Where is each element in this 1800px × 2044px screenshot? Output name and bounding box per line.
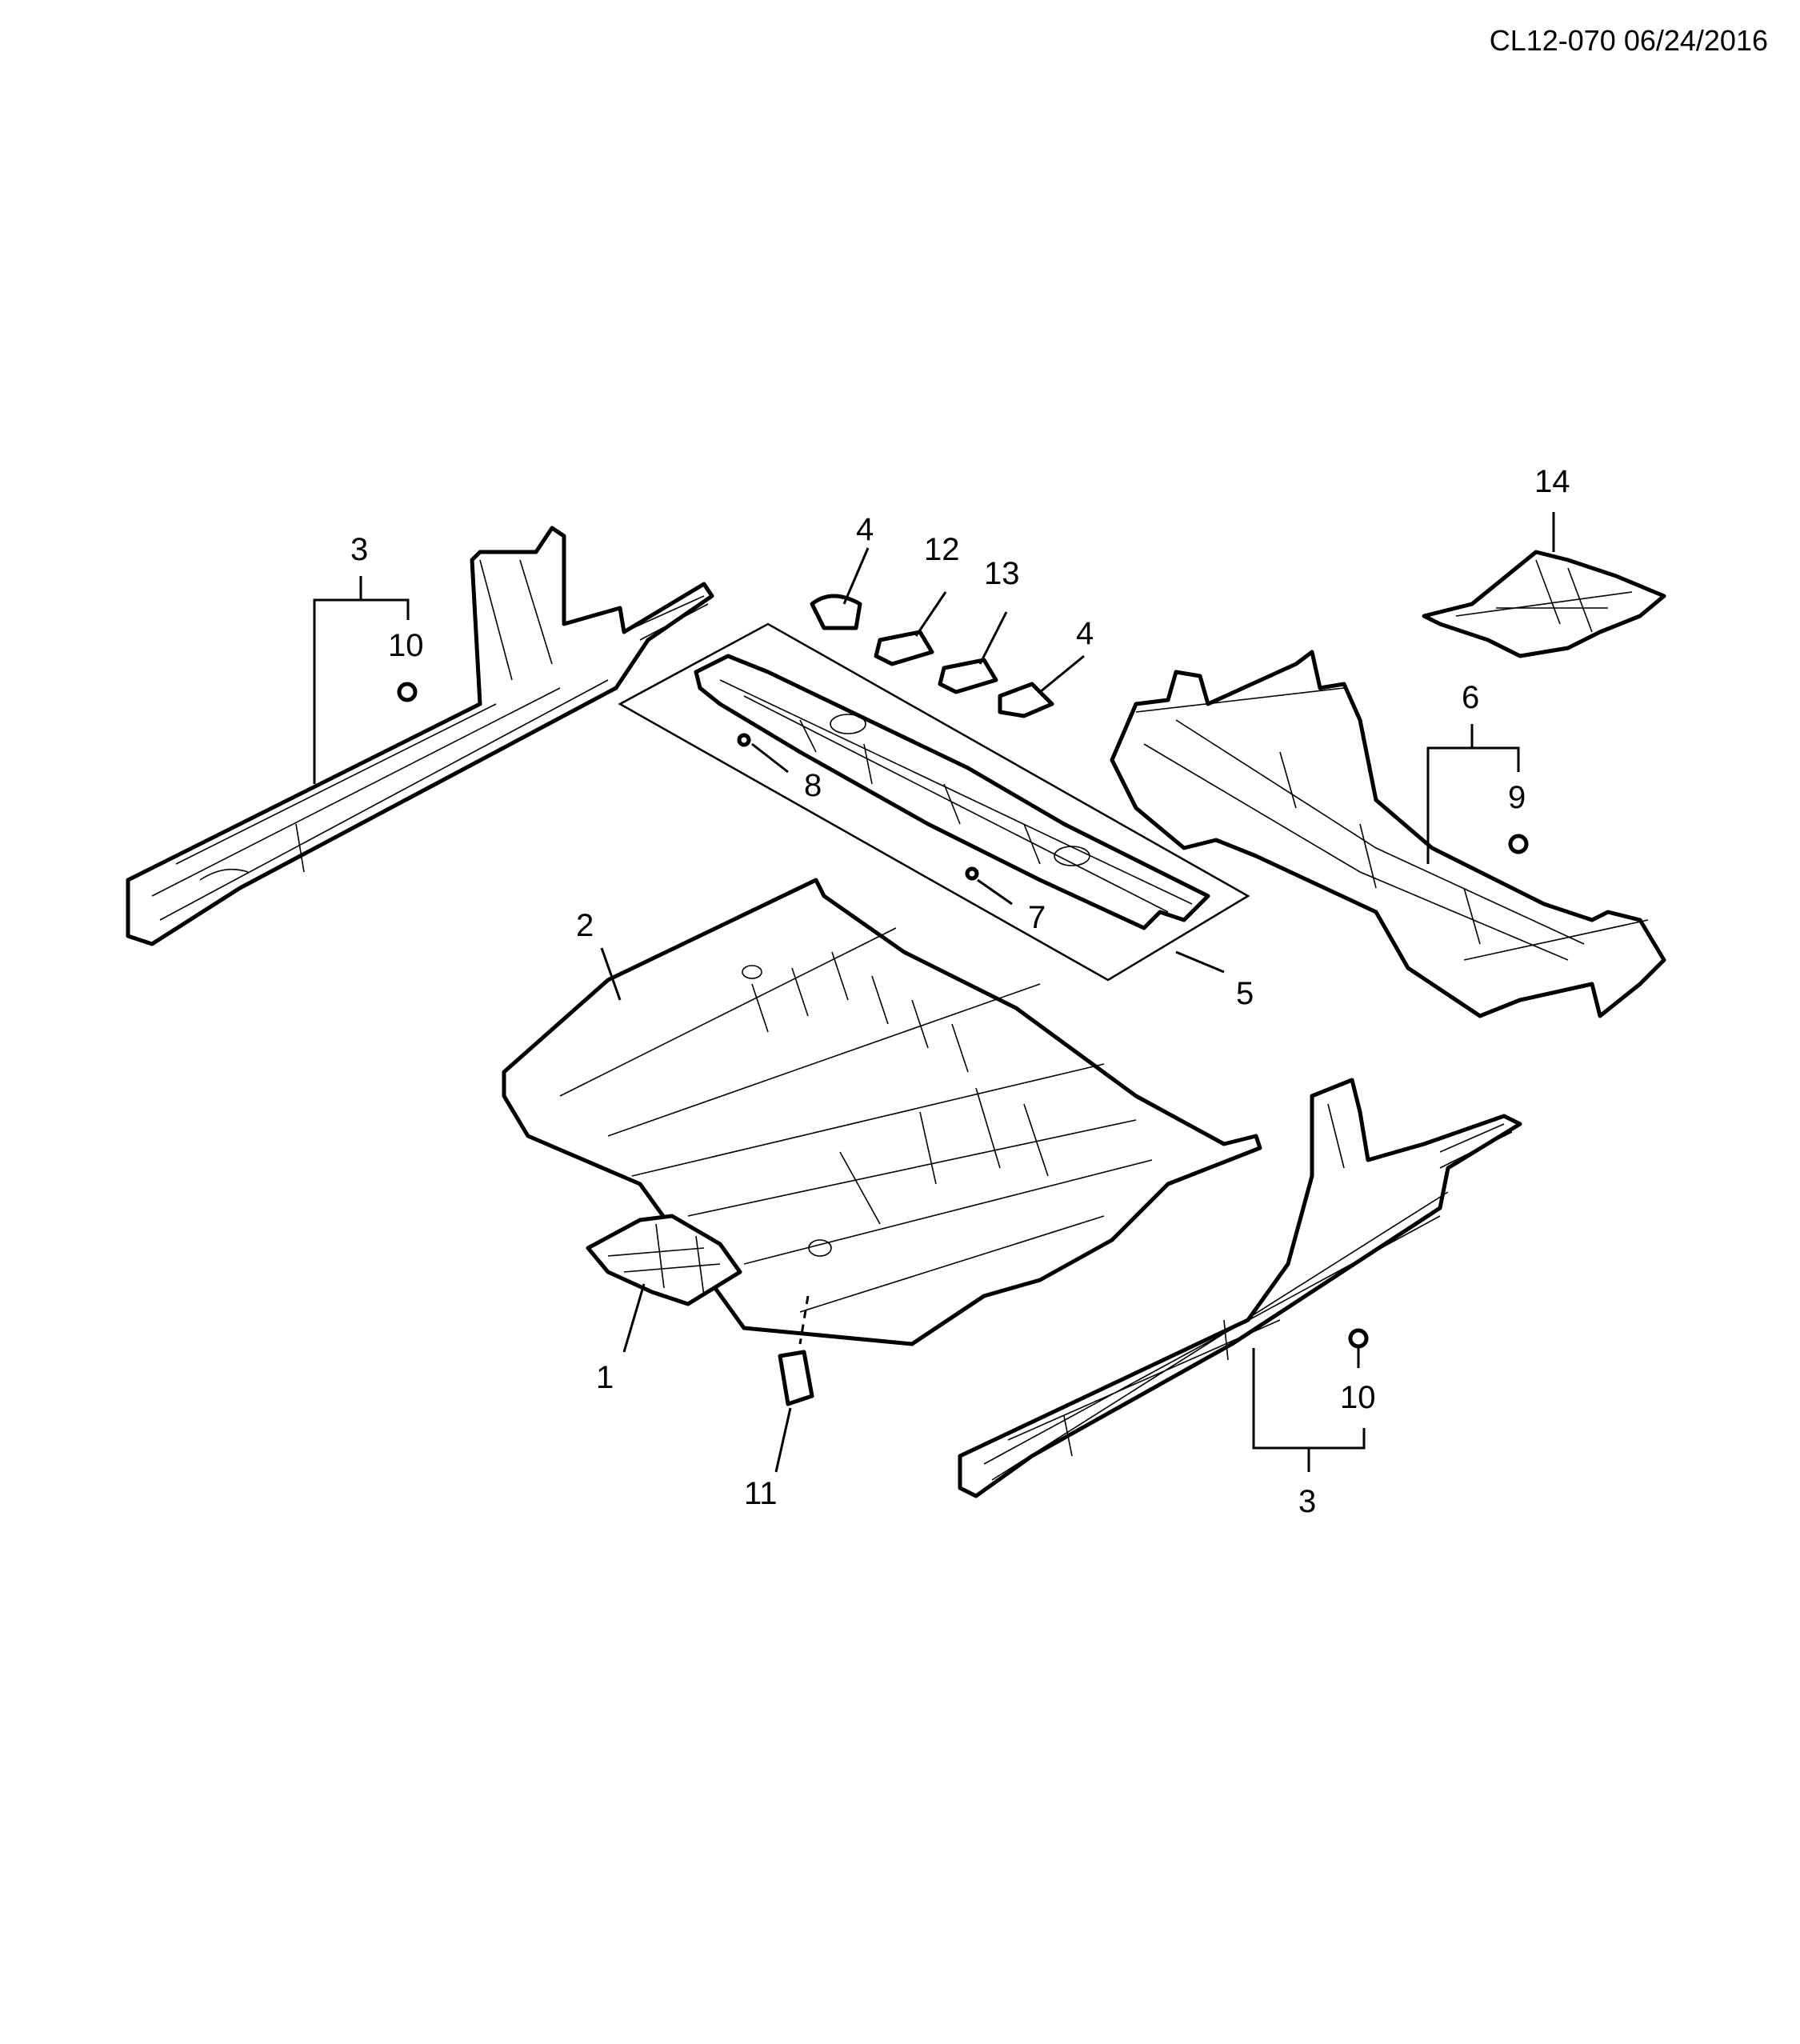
part-rear-plate bbox=[1422, 550, 1666, 658]
part-right-rocker-panel bbox=[958, 1078, 1522, 1498]
part-nut-10-upper bbox=[397, 682, 418, 702]
callout-1: 1 bbox=[596, 1360, 614, 1395]
part-left-rocker-panel bbox=[126, 526, 714, 946]
part-nut-9 bbox=[1508, 834, 1529, 854]
part-rear-frame-assembly bbox=[1110, 650, 1666, 1018]
kit-frame-5 bbox=[618, 622, 1250, 982]
callout-10-upper: 10 bbox=[388, 628, 424, 663]
callout-3-upper: 3 bbox=[350, 532, 368, 567]
part-crossmember bbox=[694, 654, 1210, 930]
part-clip-13 bbox=[938, 658, 998, 694]
part-clip-4b bbox=[998, 682, 1054, 718]
part-clip-4a bbox=[810, 594, 862, 630]
callout-13: 13 bbox=[984, 556, 1020, 591]
part-clip-12 bbox=[874, 630, 934, 666]
part-nut-10-lower bbox=[1348, 1328, 1369, 1349]
callout-4-left: 4 bbox=[856, 512, 874, 547]
part-bracket-plate bbox=[586, 1214, 742, 1306]
callout-8: 8 bbox=[804, 768, 822, 803]
callout-10-lower: 10 bbox=[1340, 1380, 1376, 1415]
part-bolt-7 bbox=[965, 866, 979, 881]
callout-4-right: 4 bbox=[1076, 616, 1094, 651]
callout-9: 9 bbox=[1508, 780, 1526, 815]
callout-2: 2 bbox=[576, 908, 594, 943]
callout-5: 5 bbox=[1236, 976, 1254, 1011]
drawing-code: CL12-070 06/24/2016 bbox=[1489, 24, 1768, 57]
callout-11: 11 bbox=[744, 1476, 778, 1511]
part-bolt-8 bbox=[737, 733, 751, 747]
callout-labels: 3 10 2 1 11 3 10 4 12 13 4 8 7 5 6 9 14 bbox=[350, 464, 1570, 1519]
callout-7: 7 bbox=[1028, 900, 1046, 935]
callout-14: 14 bbox=[1534, 464, 1570, 499]
callout-6: 6 bbox=[1462, 680, 1479, 715]
callout-3-lower: 3 bbox=[1298, 1484, 1316, 1519]
part-plug bbox=[778, 1295, 814, 1406]
leader-lines bbox=[313, 512, 1555, 1473]
callout-12: 12 bbox=[924, 532, 960, 567]
